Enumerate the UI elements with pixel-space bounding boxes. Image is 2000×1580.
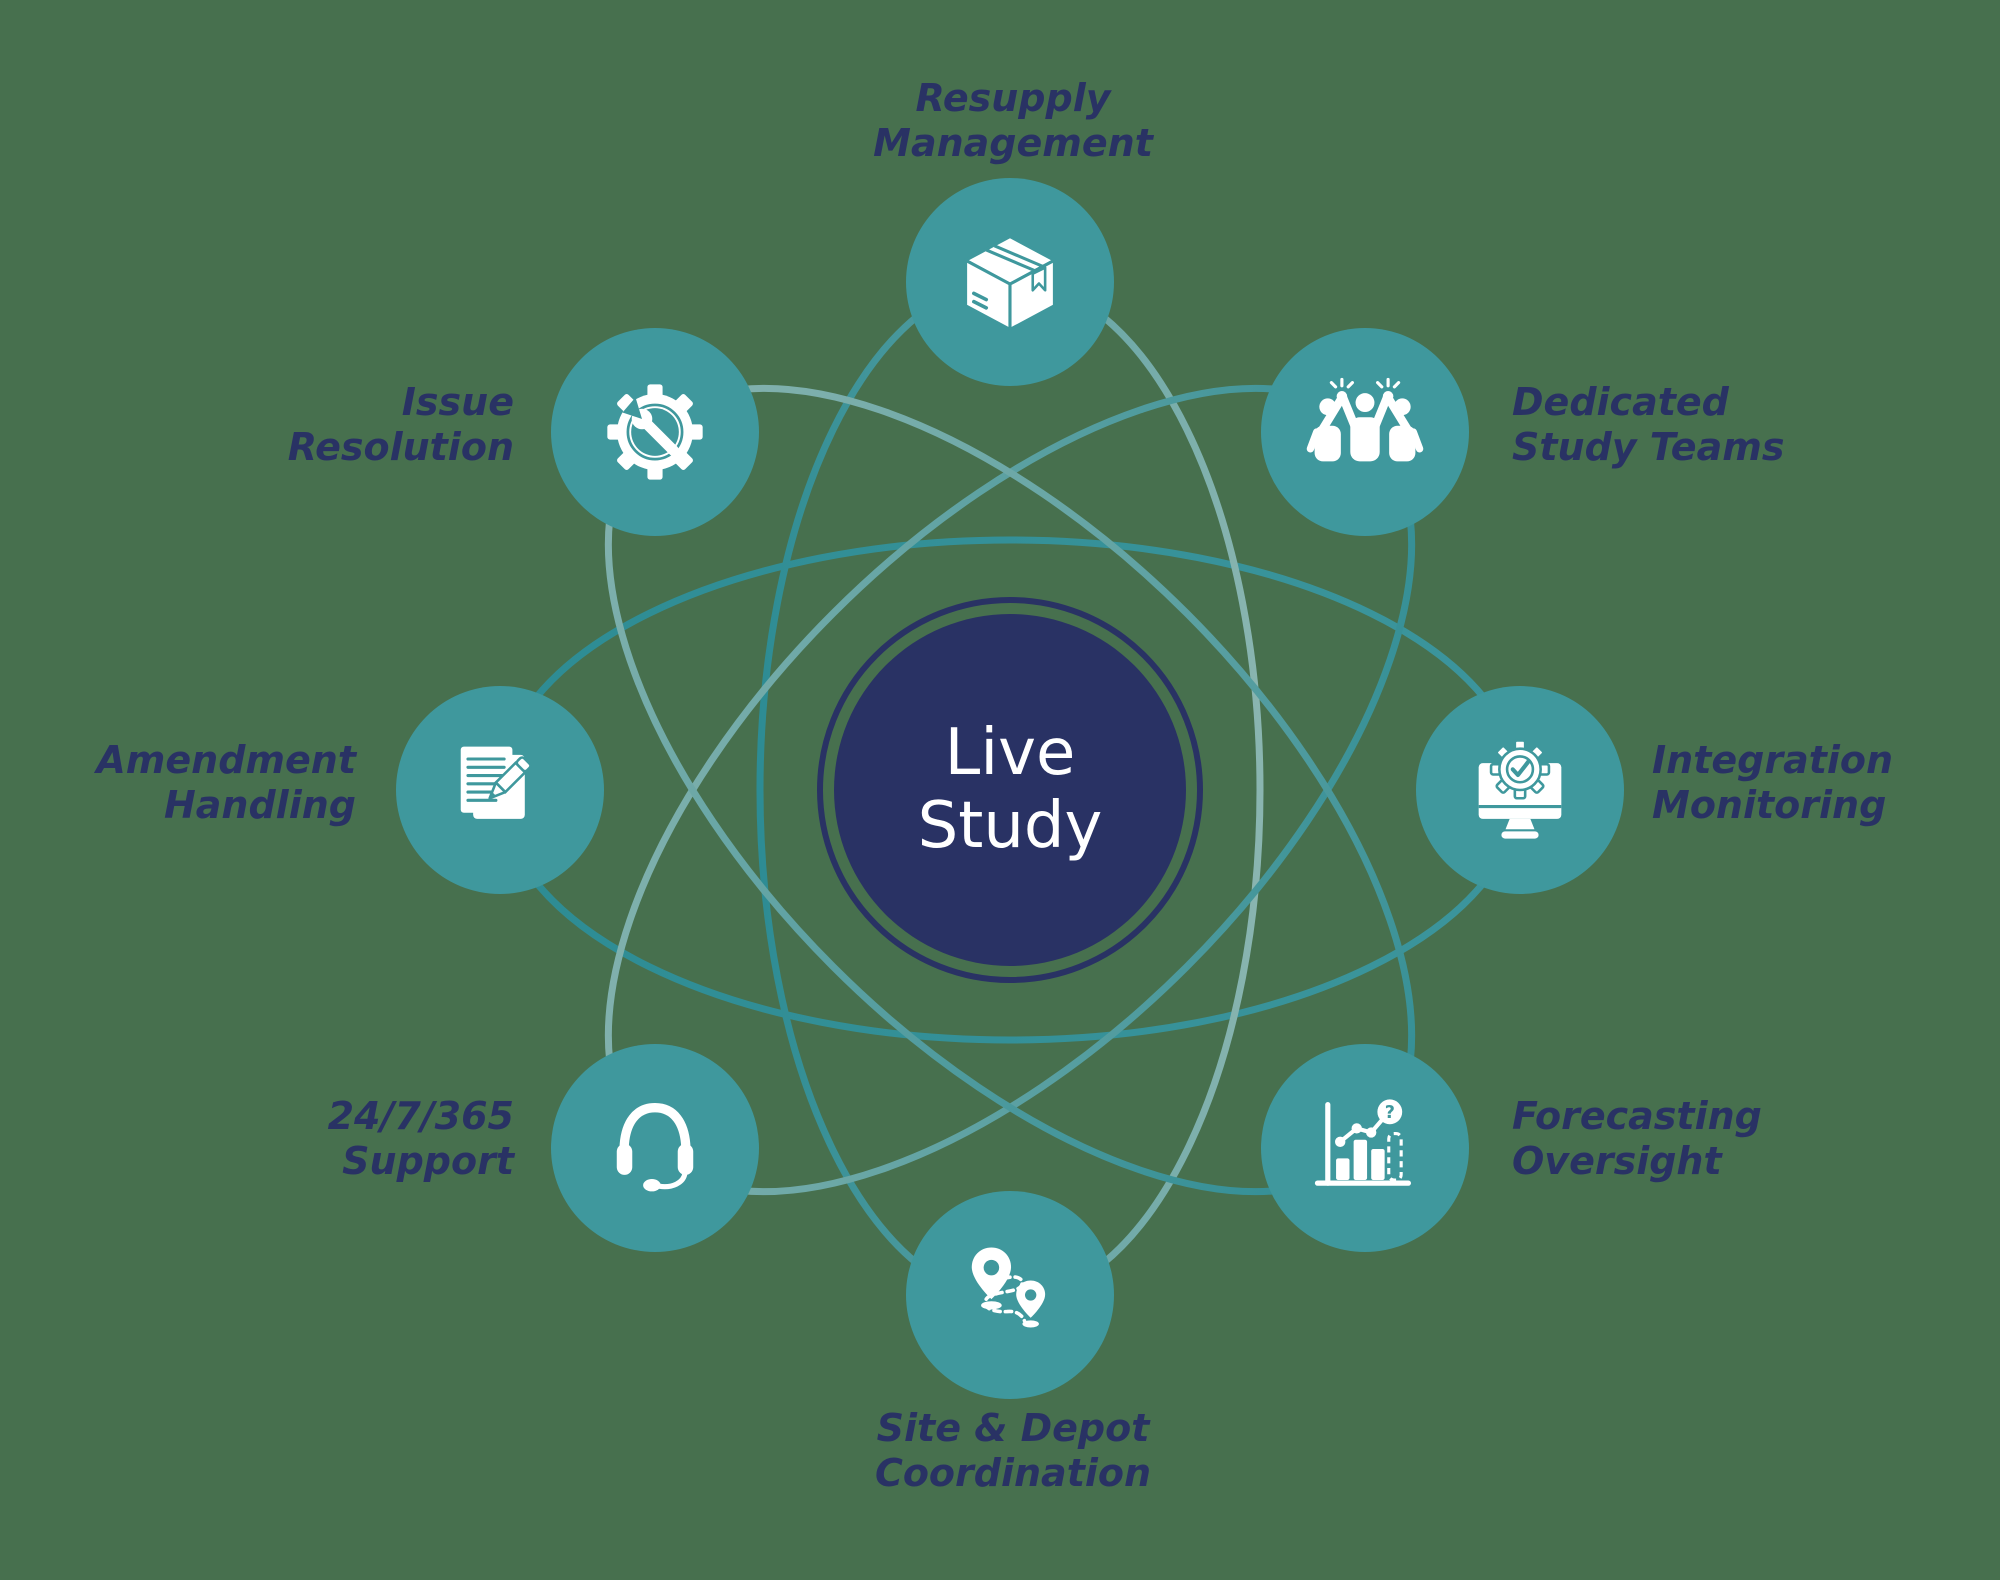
amendment-bubble [396,686,604,894]
node-integration-monitoring [1416,686,1624,894]
integration-bubble [1416,686,1624,894]
site-depot-bubble [906,1191,1114,1399]
team-high-five-icon [1306,377,1424,462]
support-bubble [551,1044,759,1252]
resupply-bubble [906,178,1114,386]
teams-bubble [1261,328,1469,536]
hub-title-line2: Study [917,789,1103,863]
forecast-chart-icon: ? [1314,1099,1411,1186]
center-hub-ring: Live Study [817,597,1203,983]
package-box-icon [964,234,1056,332]
center-hub: Live Study [834,614,1186,966]
node-dedicated-study-teams [1261,328,1469,536]
monitor-gear-check-icon [1478,739,1562,839]
node-resupply-management [906,178,1114,386]
document-pencil-icon [460,746,532,819]
node-amendment-handling [396,686,604,894]
forecasting-bubble: ? [1261,1044,1469,1252]
node-forecasting-oversight: ? [1261,1044,1469,1252]
question-mark-glyph: ? [1385,1103,1395,1123]
route-map-pins-icon [971,1247,1046,1328]
node-support [551,1044,759,1252]
gear-wrench-icon [607,384,703,480]
hub-title-line1: Live [944,716,1076,790]
node-issue-resolution [551,328,759,536]
headset-icon [616,1103,694,1192]
issue-bubble [551,328,759,536]
node-site-depot-coordination [906,1191,1114,1399]
